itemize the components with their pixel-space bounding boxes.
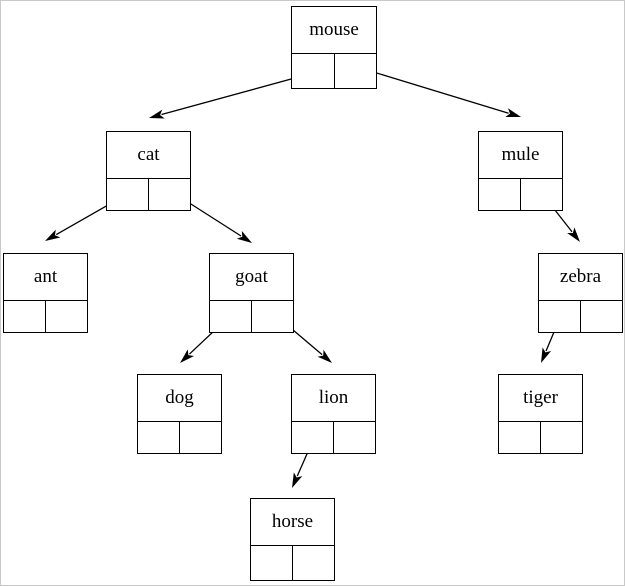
edge-arrowhead	[567, 227, 580, 242]
right-pointer-cell[interactable]	[252, 301, 293, 332]
left-pointer-cell[interactable]	[292, 422, 334, 453]
tree-node-label: dog	[138, 375, 221, 422]
edge-arrowhead	[317, 349, 332, 363]
tree-node-pointer-cells	[539, 301, 622, 332]
tree-node-pointer-cells	[292, 422, 375, 453]
tree-node-lion[interactable]: lion	[291, 374, 376, 454]
tree-node-mule[interactable]: mule	[478, 131, 563, 211]
tree-node-pointer-cells	[479, 179, 562, 210]
edge-arrowhead	[541, 347, 552, 363]
left-pointer-cell[interactable]	[292, 54, 335, 88]
right-pointer-cell[interactable]	[521, 179, 562, 210]
tree-node-zebra[interactable]: zebra	[538, 253, 623, 333]
left-pointer-cell[interactable]	[539, 301, 581, 332]
left-pointer-cell[interactable]	[4, 301, 46, 332]
right-pointer-cell[interactable]	[581, 301, 622, 332]
right-pointer-cell[interactable]	[46, 301, 87, 332]
edge-arrowhead	[180, 349, 195, 363]
edge-arrowhead	[505, 108, 521, 118]
left-pointer-cell[interactable]	[138, 422, 180, 453]
tree-edge-mouse-to-mule	[356, 66, 521, 118]
edge-arrowhead	[236, 231, 252, 243]
tree-node-pointer-cells	[499, 422, 582, 453]
tree-node-horse[interactable]: horse	[250, 498, 335, 581]
left-pointer-cell[interactable]	[499, 422, 541, 453]
right-pointer-cell[interactable]	[541, 422, 582, 453]
tree-node-dog[interactable]: dog	[137, 374, 222, 454]
tree-node-cat[interactable]: cat	[106, 131, 191, 211]
tree-node-label: mouse	[292, 7, 376, 54]
tree-node-ant[interactable]: ant	[3, 253, 88, 333]
tree-node-label: ant	[4, 254, 87, 301]
right-pointer-cell[interactable]	[180, 422, 221, 453]
tree-node-label: tiger	[499, 375, 582, 422]
edge-line	[356, 66, 509, 114]
right-pointer-cell[interactable]	[334, 422, 375, 453]
tree-node-pointer-cells	[107, 179, 190, 210]
tree-node-label: cat	[107, 132, 190, 179]
tree-node-label: lion	[292, 375, 375, 422]
left-pointer-cell[interactable]	[107, 179, 149, 210]
edge-arrowhead	[149, 109, 165, 119]
left-pointer-cell[interactable]	[479, 179, 521, 210]
right-pointer-cell[interactable]	[293, 546, 334, 580]
left-pointer-cell[interactable]	[251, 546, 293, 580]
tree-node-pointer-cells	[251, 546, 334, 580]
edge-arrowhead	[292, 472, 303, 488]
tree-node-goat[interactable]: goat	[209, 253, 294, 333]
right-pointer-cell[interactable]	[149, 179, 190, 210]
tree-node-pointer-cells	[138, 422, 221, 453]
tree-node-label: zebra	[539, 254, 622, 301]
tree-node-label: mule	[479, 132, 562, 179]
tree-node-label: horse	[251, 499, 334, 546]
edge-arrowhead	[45, 229, 61, 241]
right-pointer-cell[interactable]	[335, 54, 377, 88]
tree-node-tiger[interactable]: tiger	[498, 374, 583, 454]
tree-node-pointer-cells	[4, 301, 87, 332]
tree-node-pointer-cells	[292, 54, 376, 88]
tree-node-pointer-cells	[210, 301, 293, 332]
left-pointer-cell[interactable]	[210, 301, 252, 332]
tree-edge-mouse-to-cat	[149, 72, 314, 119]
tree-node-mouse[interactable]: mouse	[291, 6, 377, 89]
tree-node-label: goat	[210, 254, 293, 301]
